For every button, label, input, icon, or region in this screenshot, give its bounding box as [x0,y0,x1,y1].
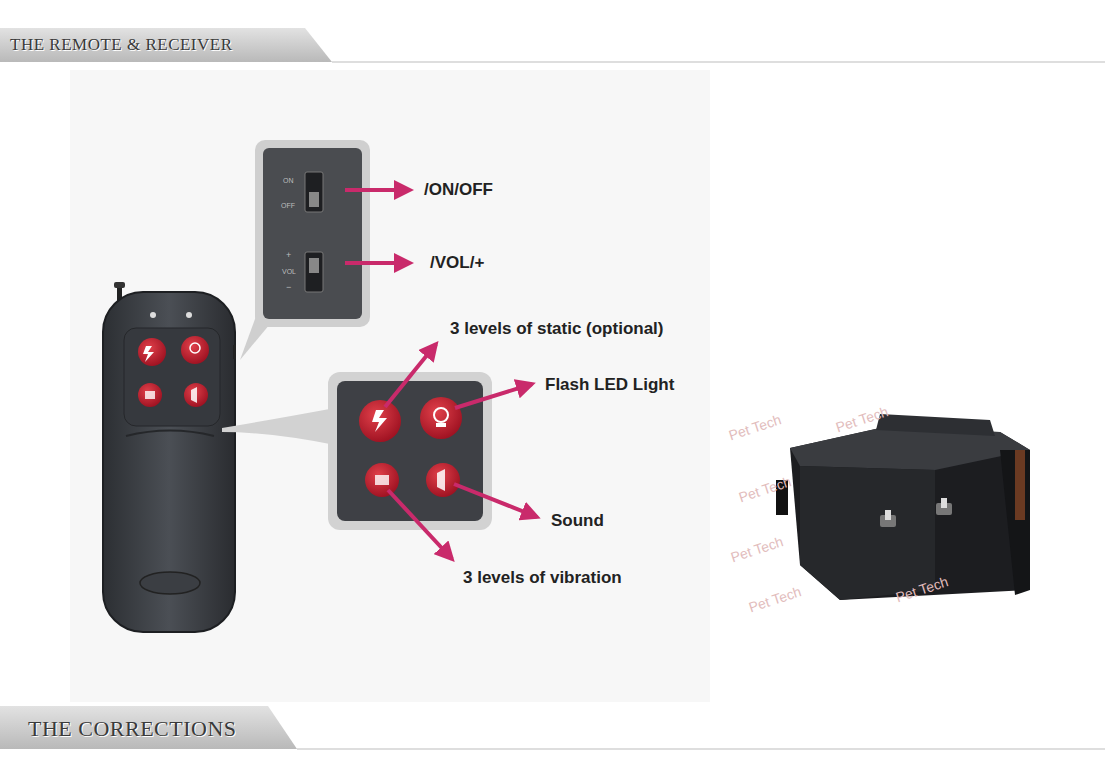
section-heading: THE REMOTE & RECEIVER [10,36,233,55]
photo-ground [70,70,710,702]
switch-marking: ON [283,177,294,185]
watermark: Pet Tech [894,574,950,605]
header-tab [0,28,332,62]
button-callout [222,372,492,530]
collar-receiver [776,414,1030,600]
callout-label: Flash LED Light [545,376,674,395]
watermark: Pet Tech [834,404,890,435]
switch-marking: − [286,283,291,293]
header-rule [332,61,1105,62]
switch-marking: + [286,251,291,261]
watermark: Pet Tech [729,534,785,565]
watermark: Pet Tech [737,474,793,505]
header-tab [0,706,297,749]
callout-label: 3 levels of static (optional) [450,320,664,339]
header-rule [297,748,1105,749]
remote-control [103,282,236,632]
switch-marking: VOL [282,268,296,276]
watermark: Pet Tech [727,412,783,443]
callout-label: /VOL/+ [430,254,484,273]
callout-label: Sound [551,512,604,531]
switch-marking: OFF [281,202,295,210]
callout-label: 3 levels of vibration [463,569,622,588]
switch-callout [240,140,370,360]
callout-arrow [345,190,537,559]
callout-label: /ON/OFF [424,181,493,200]
watermark: Pet Tech [747,584,803,615]
section-heading: THE CORRECTIONS [28,717,237,741]
